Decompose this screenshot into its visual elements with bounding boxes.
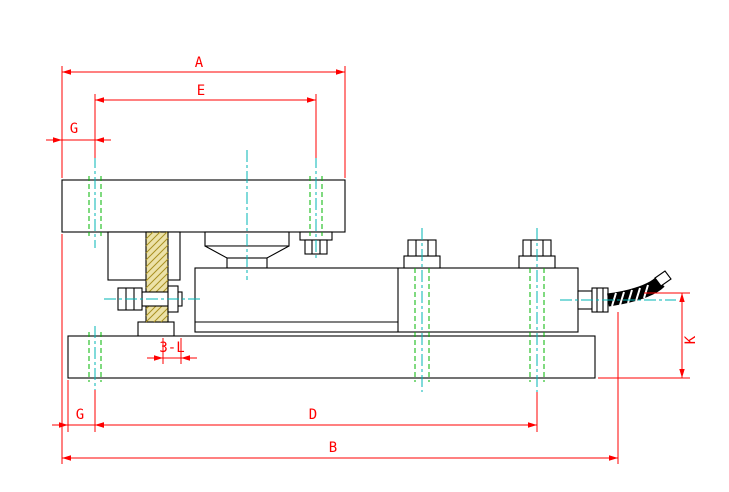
dimension-holes: 3-L (147, 340, 197, 361)
cable-assembly (577, 270, 672, 313)
dimension-a: A (62, 55, 345, 75)
dimension-g-top: G (46, 121, 111, 143)
hole-centerlines (88, 176, 545, 382)
dimension-k: K (679, 293, 699, 378)
base-plate (67, 335, 596, 379)
load-cell-body (194, 267, 579, 333)
cable-end-tip (654, 270, 672, 287)
top-plate (61, 179, 346, 233)
dim-label-g-top: G (70, 121, 78, 137)
centerlines (94, 150, 676, 392)
dim-label-b: B (329, 440, 337, 456)
dim-label-holes: 3-L (159, 340, 184, 356)
dim-label-d: D (309, 407, 317, 423)
dim-label-a: A (195, 55, 204, 71)
dimension-e: E (95, 83, 316, 103)
dimension-b: B (62, 440, 618, 461)
dim-label-e: E (197, 83, 205, 99)
dimension-d: D (95, 407, 537, 428)
bracket-section-hatch (145, 231, 169, 323)
dim-label-g-bottom: G (76, 407, 84, 423)
load-cell-mounting-bolts (403, 239, 556, 269)
dim-label-k: K (683, 335, 699, 344)
dimensions: A E G 3-L (46, 55, 699, 464)
mounting-bracket (107, 231, 181, 337)
